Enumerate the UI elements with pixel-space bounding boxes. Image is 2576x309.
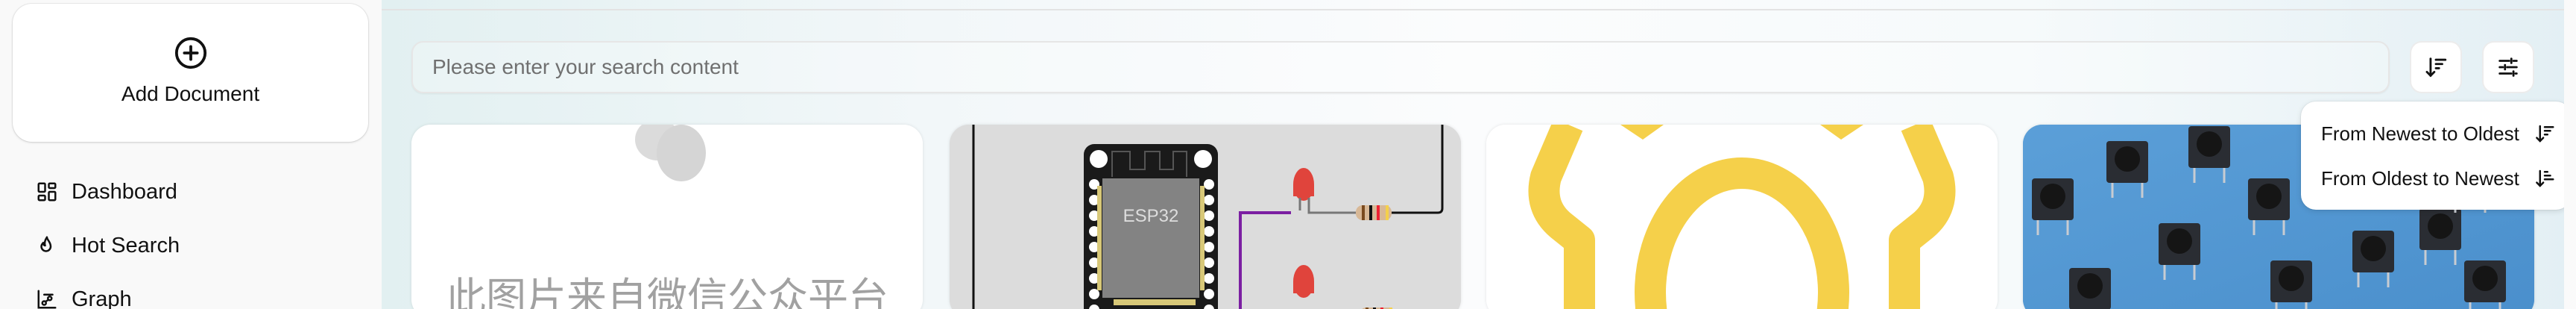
gear-logo-image bbox=[1486, 125, 1998, 309]
pin-hole bbox=[1204, 179, 1214, 190]
option-label: From Newest to Oldest bbox=[2321, 122, 2519, 145]
sidebar-item-label: Graph bbox=[72, 287, 132, 309]
sidebar-item-hot-search[interactable]: Hot Search bbox=[36, 227, 180, 264]
sort-oldest-to-newest-option[interactable]: From Oldest to Newest bbox=[2321, 156, 2556, 201]
pin-hole bbox=[1089, 195, 1099, 205]
filter-button[interactable] bbox=[2482, 41, 2534, 93]
pin-hole bbox=[1089, 210, 1099, 221]
option-label: From Oldest to Newest bbox=[2321, 166, 2519, 190]
sidebar-item-dashboard[interactable]: Dashboard bbox=[36, 173, 177, 210]
right-edge-strip bbox=[2564, 0, 2576, 309]
esp32-chip-label: ESP32 bbox=[1123, 206, 1179, 226]
dashboard-grid-icon bbox=[37, 182, 57, 202]
sort-newest-to-oldest-option[interactable]: From Newest to Oldest bbox=[2321, 111, 2556, 156]
sidebar: Add Document Dashboard Hot Search Graph bbox=[0, 0, 382, 309]
wechat-overlay-text: 此图片来自微信公众平台 bbox=[446, 274, 888, 309]
sliders-icon bbox=[2498, 57, 2518, 77]
pin-hole bbox=[1204, 210, 1214, 221]
search-input[interactable] bbox=[432, 55, 2388, 79]
flame-icon bbox=[40, 236, 52, 252]
wechat-placeholder-image: 此图片来自微信公众平台 bbox=[411, 125, 923, 309]
tactile-switch bbox=[2464, 260, 2506, 309]
sidebar-item-graph[interactable]: Graph bbox=[36, 281, 132, 309]
pin-hole bbox=[1089, 305, 1099, 309]
graph-chart-icon bbox=[37, 290, 57, 309]
tactile-switch bbox=[2032, 178, 2074, 235]
tactile-switch bbox=[2159, 223, 2200, 280]
add-document-label: Add Document bbox=[121, 81, 260, 105]
pin-hole bbox=[1204, 305, 1214, 309]
pin-hole bbox=[1089, 273, 1099, 284]
pin-hole bbox=[1089, 258, 1099, 268]
wechat-logo-icon bbox=[635, 125, 706, 181]
search-bar[interactable] bbox=[411, 41, 2390, 93]
tactile-switch bbox=[2106, 141, 2148, 198]
sort-descending-icon bbox=[2536, 125, 2554, 143]
tactile-switch bbox=[2248, 178, 2290, 235]
pin-hole bbox=[1089, 242, 1099, 252]
tactile-switch bbox=[2352, 231, 2394, 287]
pin-hole bbox=[1204, 289, 1214, 299]
pin-hole bbox=[1204, 273, 1214, 284]
tactile-switch bbox=[2270, 260, 2312, 309]
document-card[interactable]: 此图片来自微信公众平台 bbox=[411, 125, 923, 309]
sort-dropdown-menu: From Newest to Oldest From Oldest to New… bbox=[2301, 102, 2564, 210]
sort-descending-icon bbox=[2425, 57, 2447, 78]
tactile-switch bbox=[2188, 126, 2230, 183]
pin-hole bbox=[1204, 226, 1214, 237]
tactile-switch bbox=[2069, 268, 2111, 309]
add-document-button[interactable]: Add Document bbox=[13, 4, 368, 142]
sidebar-item-label: Dashboard bbox=[72, 179, 177, 204]
sidebar-item-label: Hot Search bbox=[72, 233, 180, 258]
header-divider bbox=[382, 9, 2564, 10]
esp32-circuit-image: ESP32 bbox=[950, 125, 1461, 309]
pin-hole bbox=[1204, 242, 1214, 252]
pin-hole bbox=[1204, 258, 1214, 268]
plus-circle-icon bbox=[174, 37, 206, 69]
main-panel: 此图片来自微信公众平台 ESP32 bbox=[382, 0, 2564, 309]
document-card[interactable] bbox=[1486, 125, 1998, 309]
tactile-switch bbox=[2419, 208, 2461, 265]
pin-hole bbox=[1089, 226, 1099, 237]
pin-hole bbox=[1089, 179, 1099, 190]
pin-hole bbox=[1204, 195, 1214, 205]
sort-ascending-icon bbox=[2536, 169, 2554, 187]
sort-button[interactable] bbox=[2410, 41, 2462, 93]
pin-hole bbox=[1089, 289, 1099, 299]
document-card[interactable]: ESP32 bbox=[950, 125, 1461, 309]
